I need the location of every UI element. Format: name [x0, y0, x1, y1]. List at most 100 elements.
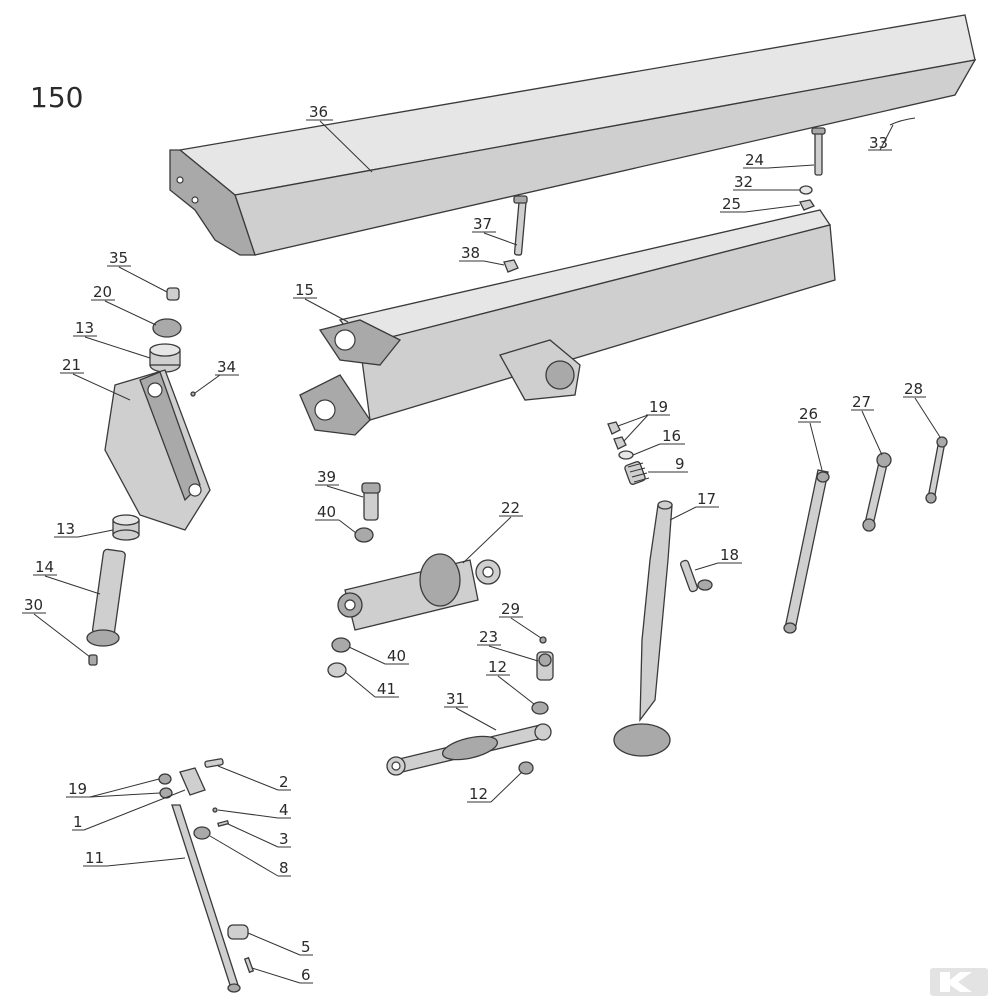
part-1-block: [179, 767, 206, 796]
callout-36: 36: [306, 103, 373, 173]
part-35-bolt: [166, 287, 180, 301]
callout-16: 16: [632, 427, 685, 456]
part-19-nut-a: [158, 773, 172, 785]
callout-37: 37: [472, 215, 518, 246]
part-11-rod: [171, 804, 241, 993]
callout-15: 15: [293, 281, 349, 323]
svg-text:22: 22: [501, 499, 520, 517]
svg-text:23: 23: [479, 628, 498, 646]
callout-40-lower: 40: [348, 646, 409, 665]
callout-22: 22: [462, 499, 523, 564]
part-16-washer: [618, 450, 634, 460]
svg-text:17: 17: [697, 490, 716, 508]
svg-text:19: 19: [649, 398, 668, 416]
svg-text:32: 32: [734, 173, 753, 191]
part-19-nut-b: [159, 787, 173, 799]
svg-text:18: 18: [720, 546, 739, 564]
svg-text:34: 34: [217, 358, 236, 376]
part-13-bushing-top: [149, 343, 181, 373]
svg-text:24: 24: [745, 151, 764, 169]
part-5-coupler: [227, 924, 249, 940]
svg-text:40: 40: [387, 647, 406, 665]
svg-text:15: 15: [295, 281, 314, 299]
callout-5: 5: [247, 932, 313, 956]
part-13-bushing-bottom: [112, 514, 140, 541]
callout-12-upper: 12: [486, 658, 535, 705]
callout-33: 33: [868, 124, 894, 152]
part-12-nut-lower: [518, 761, 534, 775]
callout-6: 6: [251, 966, 313, 984]
callout-28: 28: [903, 380, 941, 438]
callout-12-lower: 12: [467, 771, 523, 803]
callout-40-upper: 40: [315, 503, 357, 534]
svg-text:37: 37: [473, 215, 492, 233]
part-28-wrench: [925, 436, 948, 504]
svg-text:1: 1: [73, 813, 83, 831]
callout-8: 8: [209, 835, 291, 877]
svg-text:3: 3: [279, 830, 289, 848]
svg-text:40: 40: [317, 503, 336, 521]
callout-30: 30: [22, 596, 91, 658]
svg-text:20: 20: [93, 283, 112, 301]
part-33-pin: [889, 117, 916, 126]
part-14-pivot-pin: [86, 548, 126, 647]
callout-25: 25: [720, 195, 801, 213]
callout-3: 3: [227, 823, 291, 848]
part-27-wrench: [862, 452, 892, 532]
callout-14: 14: [33, 558, 101, 595]
part-21-bracket: [104, 369, 211, 531]
svg-text:31: 31: [446, 690, 465, 708]
svg-text:12: 12: [469, 785, 488, 803]
part-22-hydraulic-cylinder: [337, 553, 501, 631]
svg-text:21: 21: [62, 356, 81, 374]
part-8-collar: [193, 826, 211, 840]
svg-text:12: 12: [488, 658, 507, 676]
callout-27: 27: [851, 393, 883, 456]
callout-11: 11: [83, 849, 186, 867]
callout-20: 20: [91, 283, 157, 326]
svg-text:13: 13: [75, 319, 94, 337]
callout-4: 4: [217, 801, 291, 819]
part-36-main-beam: [169, 14, 977, 256]
svg-text:36: 36: [309, 103, 328, 121]
callout-32: 32: [733, 173, 800, 191]
svg-text:27: 27: [852, 393, 871, 411]
svg-text:19: 19: [68, 780, 87, 798]
svg-text:28: 28: [904, 380, 923, 398]
svg-text:9: 9: [675, 455, 685, 473]
callout-18: 18: [694, 546, 742, 571]
svg-text:41: 41: [377, 680, 396, 698]
svg-text:13: 13: [56, 520, 75, 538]
part-19-nut-lower: [613, 436, 627, 450]
part-4-pin: [212, 807, 218, 813]
part-20-washer: [152, 318, 182, 338]
figure-number: 150: [30, 81, 83, 114]
callout-19-lower: 19: [66, 778, 161, 798]
callout-31: 31: [444, 690, 497, 731]
svg-text:38: 38: [461, 244, 480, 262]
svg-text:11: 11: [85, 849, 104, 867]
callout-13-top: 13: [73, 319, 151, 359]
svg-text:8: 8: [279, 859, 289, 877]
callout-9: 9: [648, 455, 688, 473]
part-17-parking-stand: [613, 500, 673, 757]
svg-text:25: 25: [722, 195, 741, 213]
part-34-screw: [190, 391, 196, 397]
part-9-spring: [624, 461, 650, 485]
svg-text:16: 16: [662, 427, 681, 445]
part-3-spring-pin: [217, 819, 230, 828]
svg-text:35: 35: [109, 249, 128, 267]
callout-2: 2: [217, 765, 291, 791]
callout-13-bottom: 13: [54, 520, 114, 538]
part-30-grease-nipple: [88, 654, 98, 666]
callout-23: 23: [477, 628, 539, 662]
part-38-nut: [503, 259, 519, 273]
svg-text:14: 14: [35, 558, 54, 576]
part-40-nut-lower: [331, 637, 351, 653]
part-24-bolt: [811, 127, 826, 176]
svg-text:26: 26: [799, 405, 818, 423]
svg-text:33: 33: [869, 134, 888, 152]
part-37-bolt: [513, 195, 528, 256]
part-26-long-bar: [783, 469, 830, 634]
